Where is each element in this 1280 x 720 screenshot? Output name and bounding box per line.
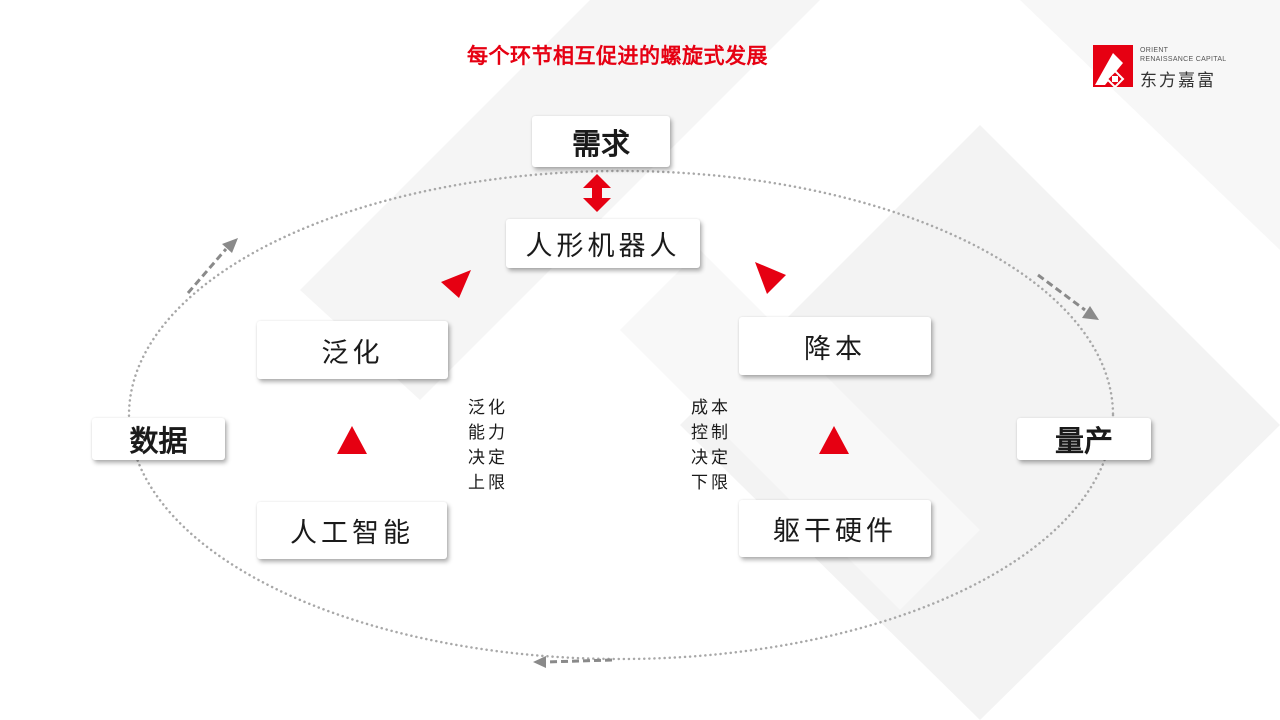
arrow-hardware-to-cost [819, 426, 849, 454]
node-ai: 人工智能 [257, 502, 447, 559]
page-title: 每个环节相互促进的螺旋式发展 [467, 44, 768, 68]
note-left-line: 决定 [468, 448, 508, 468]
node-hardware: 躯干硬件 [739, 500, 931, 557]
note-left-line: 上限 [468, 473, 508, 493]
note-right-line: 下限 [691, 473, 731, 493]
note-right-line: 决定 [691, 448, 731, 468]
double-arrow-demand-robot [583, 174, 611, 212]
logo-mark-icon [1093, 45, 1133, 87]
logo-chinese-name: 东方嘉富 [1140, 71, 1216, 91]
flow-arrow-bottom [533, 656, 613, 668]
note-right: 成本 控制 决定 下限 [691, 396, 735, 496]
note-left: 泛化 能力 决定 上限 [468, 396, 512, 496]
arrow-generalization-to-robot [441, 270, 471, 298]
flow-arrow-upper-right [1037, 273, 1099, 320]
node-generalization: 泛化 [257, 321, 448, 379]
note-right-line: 成本 [691, 398, 731, 418]
cycle-ellipse [127, 169, 1115, 661]
flow-arrow-upper-left [186, 238, 238, 294]
arrow-robot-to-cost [755, 262, 786, 294]
node-data: 数据 [92, 418, 225, 460]
note-left-line: 泛化 [468, 398, 508, 418]
node-robot: 人形机器人 [506, 219, 700, 268]
node-mass-production: 量产 [1017, 418, 1151, 460]
node-demand: 需求 [532, 116, 670, 167]
note-left-line: 能力 [468, 423, 508, 443]
node-cost-reduction: 降本 [739, 317, 931, 375]
note-right-line: 控制 [691, 423, 731, 443]
logo-english-line1: ORIENT [1140, 47, 1169, 54]
logo-english-line2: RENAISSANCE CAPITAL [1140, 56, 1227, 63]
company-logo: ORIENT RENAISSANCE CAPITAL 东方嘉富 [1093, 45, 1233, 91]
arrow-ai-to-generalization [337, 426, 367, 454]
